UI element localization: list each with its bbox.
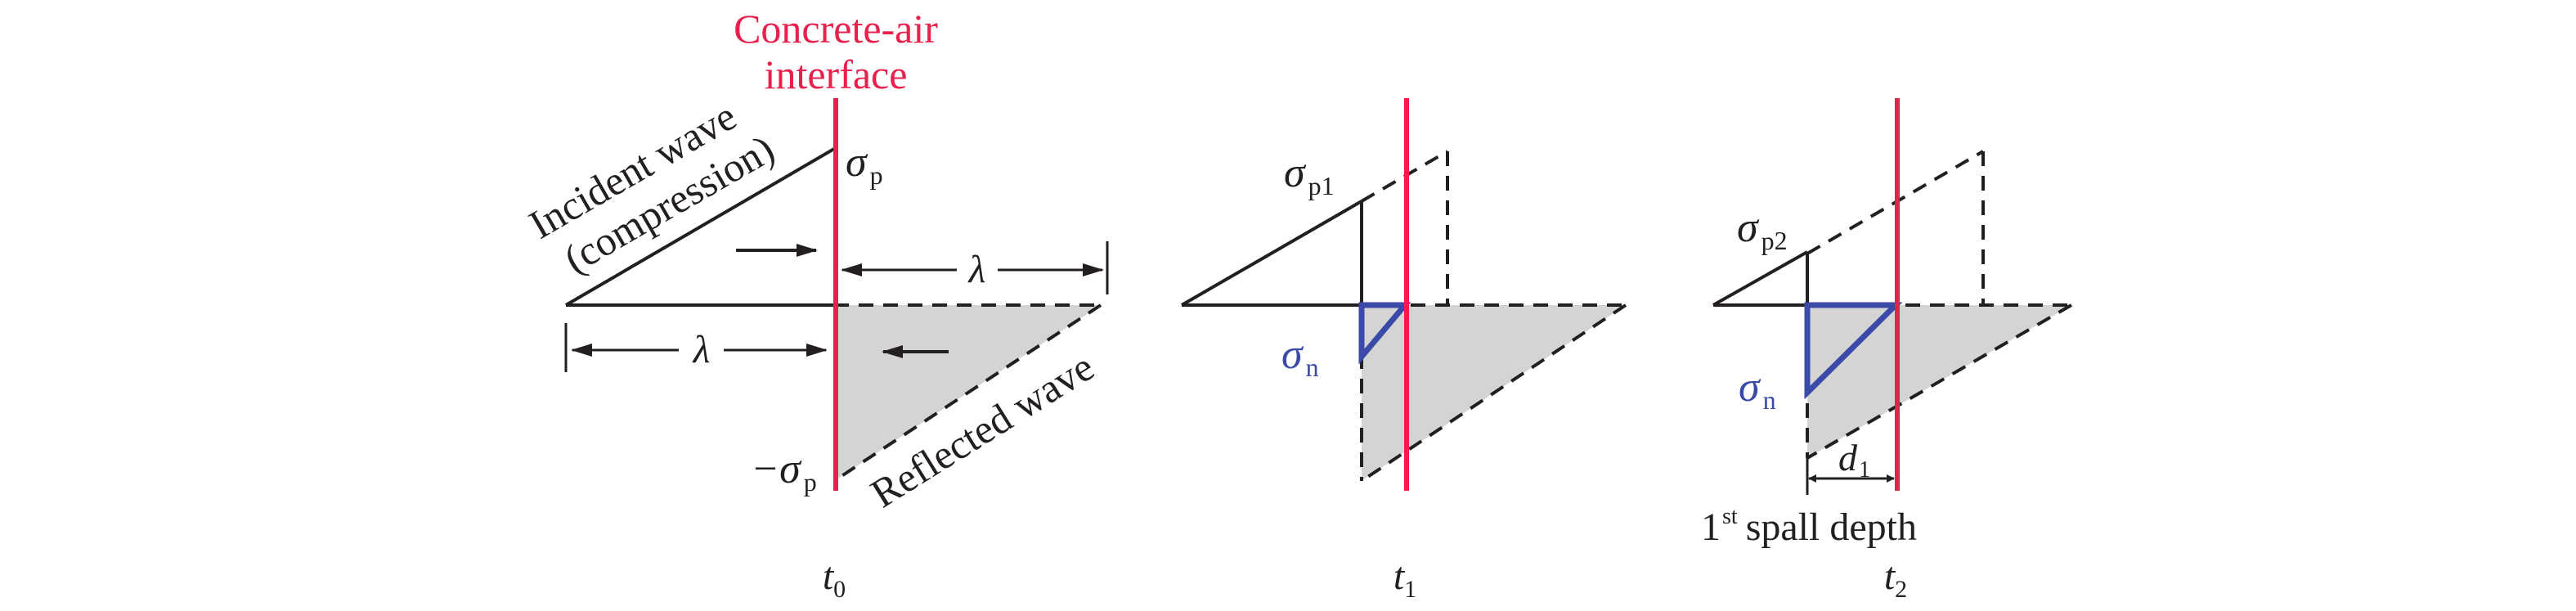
- lambda-label-left: λ: [692, 328, 711, 371]
- tensile-triangle-t1: [1358, 302, 1411, 365]
- time-label-t1: t1: [1393, 555, 1416, 603]
- reflected-wave-front-t0: [832, 303, 1102, 483]
- tensile-triangle-t2: [1804, 302, 1903, 400]
- lambda-label-right: λ: [967, 248, 986, 291]
- panel-t0: λ λ Concrete-air interface Incident wave…: [521, 6, 1109, 603]
- d1-label: d1: [1838, 437, 1870, 483]
- incident-wave-front-t0: [564, 147, 836, 307]
- time-label-t0: t0: [823, 555, 846, 603]
- interface-label-line1: Concrete-air: [734, 6, 938, 52]
- incident-wave-front-t2: [1712, 250, 1808, 307]
- time-label-t2: t2: [1884, 555, 1907, 603]
- reflected-wave-front-t1: [1360, 303, 1627, 483]
- interface-label-line2: interface: [765, 52, 908, 97]
- incident-wave-front-t1: [1181, 200, 1362, 307]
- reflected-wave-front-t2: [1806, 303, 2073, 460]
